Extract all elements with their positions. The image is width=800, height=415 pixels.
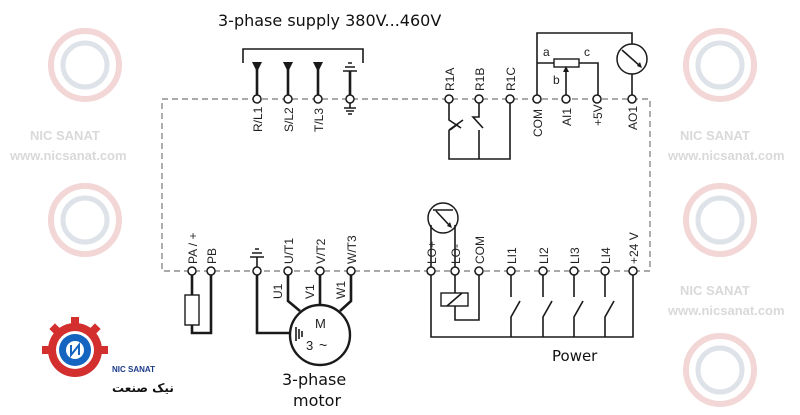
logo-latin: NIC SANAT — [112, 365, 155, 374]
label-com-logic: COM — [473, 236, 487, 264]
label-r-l1: R/L1 — [251, 106, 265, 132]
nic-sanat-logo: NIC SANAT نیک صنعت — [42, 317, 174, 395]
terminal-ao1 — [627, 94, 637, 104]
label-ao1: AO1 — [626, 106, 640, 130]
label-pa: PA / + — [186, 233, 200, 264]
diagram-title: 3-phase supply 380V...460V — [218, 11, 441, 30]
motor-wiring — [250, 248, 353, 367]
motor-caption-2: motor — [293, 391, 341, 410]
arrow-icon — [283, 62, 293, 72]
pot-label-a: a — [543, 45, 550, 59]
motor-phase: 3 — [306, 338, 313, 353]
motor-symbol: M — [315, 316, 326, 331]
label-v-t2: V/T2 — [314, 238, 328, 264]
terminal-r-l1 — [252, 94, 262, 104]
terminal-earth — [345, 94, 355, 104]
label-v1: V1 — [303, 284, 317, 299]
supply-bracket — [242, 48, 364, 63]
label-w-t3: W/T3 — [345, 235, 359, 264]
earth-icon — [250, 248, 264, 267]
resistor-icon — [184, 294, 200, 326]
label-t-l3: T/L3 — [312, 108, 326, 132]
terminal-u-t1 — [283, 266, 293, 276]
terminal-r1b — [474, 94, 484, 104]
label-s-l2: S/L2 — [282, 107, 296, 132]
relay-contacts — [448, 103, 511, 160]
supply-lines — [252, 62, 357, 115]
bottom-terminals — [187, 266, 638, 276]
terminal-li3 — [569, 266, 579, 276]
watermark-url: www.nicsanat.com — [667, 148, 785, 163]
terminal-earth-bottom — [252, 266, 262, 276]
label-lo-minus: LO- — [449, 244, 463, 264]
label-ai1: AI1 — [560, 108, 574, 126]
watermark-brand: NIC SANAT — [680, 283, 750, 298]
terminal-ai1 — [561, 94, 571, 104]
terminal-com — [532, 94, 542, 104]
terminal-5v — [592, 94, 602, 104]
watermark-layer: NIC SANAT www.nicsanat.com NIC SANAT www… — [9, 28, 785, 407]
label-li1: LI1 — [505, 247, 519, 264]
logo-persian: نیک صنعت — [112, 381, 174, 395]
braking-resistor — [184, 275, 213, 335]
label-lo-plus: LO+ — [425, 241, 439, 264]
terminal-li1 — [506, 266, 516, 276]
arrow-icon — [313, 62, 323, 72]
potentiometer — [536, 32, 633, 95]
terminal-t-l3 — [313, 94, 323, 104]
label-com-analog: COM — [531, 109, 545, 137]
watermark-url: www.nicsanat.com — [667, 303, 785, 318]
meter-icon — [616, 43, 648, 95]
label-r1a: R1A — [443, 68, 457, 91]
terminal-s-l2 — [283, 94, 293, 104]
label-5v: +5V — [591, 104, 605, 126]
power-caption: Power — [552, 347, 598, 365]
terminal-lo-plus — [426, 266, 436, 276]
terminal-li4 — [600, 266, 610, 276]
motor-wave: ~ — [319, 337, 327, 353]
terminal-r1c — [505, 94, 515, 104]
label-r1b: R1B — [473, 68, 487, 91]
watermark-brand: NIC SANAT — [680, 128, 750, 143]
terminal-r1a — [444, 94, 454, 104]
terminal-li2 — [538, 266, 548, 276]
pot-label-c: c — [584, 45, 590, 59]
label-u1: U1 — [271, 283, 285, 299]
terminal-pb — [206, 266, 216, 276]
label-pb: PB — [205, 248, 219, 264]
arrow-icon — [252, 62, 262, 72]
motor-icon — [288, 303, 352, 367]
label-li2: LI2 — [537, 247, 551, 264]
watermark-brand: NIC SANAT — [30, 128, 100, 143]
motor-earth-icon — [295, 327, 303, 341]
drive-boundary — [161, 98, 651, 272]
label-r1c: R1C — [504, 67, 518, 91]
label-u-t1: U/T1 — [282, 238, 296, 264]
label-w1: W1 — [334, 281, 348, 299]
terminal-com-logic — [474, 266, 484, 276]
watermark-url: www.nicsanat.com — [9, 148, 127, 163]
top-terminals — [252, 94, 637, 104]
terminal-pa — [187, 266, 197, 276]
label-24v: +24 V — [627, 232, 641, 264]
logic-wiring — [427, 202, 634, 338]
terminal-lo-minus — [450, 266, 460, 276]
pot-label-b: b — [553, 73, 560, 87]
terminal-24v — [628, 266, 638, 276]
motor-caption-1: 3-phase — [282, 370, 346, 389]
earth-icon — [343, 62, 357, 72]
terminal-w-t3 — [346, 266, 356, 276]
label-li3: LI3 — [568, 247, 582, 264]
wiper-arrow-icon — [563, 66, 569, 72]
terminal-v-t2 — [315, 266, 325, 276]
label-li4: LI4 — [599, 247, 613, 264]
resistor-icon — [553, 58, 580, 68]
